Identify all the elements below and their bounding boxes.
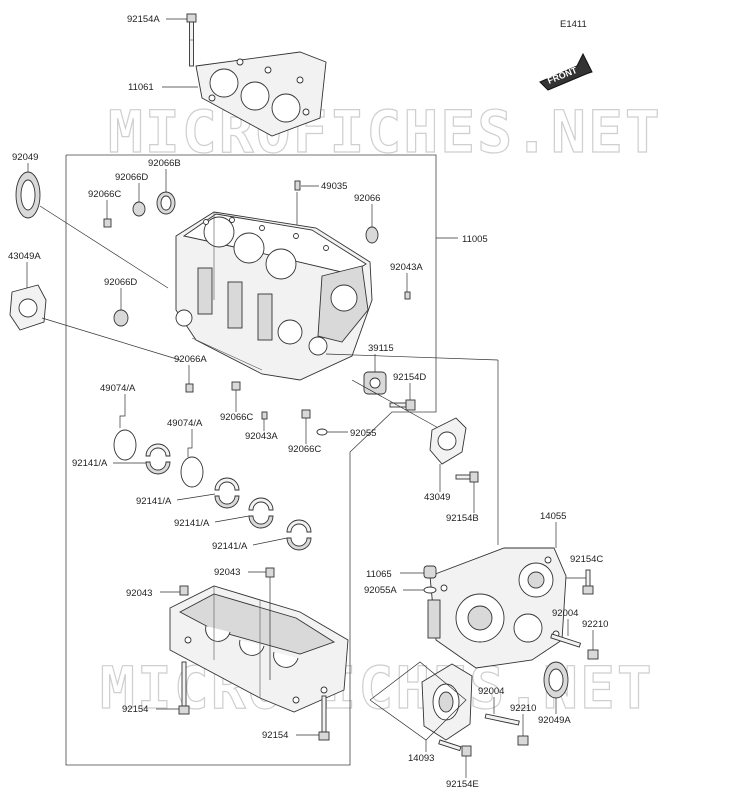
- pin-92043-left[interactable]: [179, 585, 189, 596]
- label-92154A[interactable]: 92154A: [127, 14, 160, 25]
- thrust-washer-49074A-2[interactable]: [180, 456, 204, 488]
- plug-92066C-top[interactable]: [103, 218, 112, 228]
- label-43049A[interactable]: 43049A: [8, 251, 41, 262]
- label-11005[interactable]: 11005: [462, 234, 488, 245]
- label-92066D-top[interactable]: 92066D: [115, 172, 148, 183]
- stud-92004-low[interactable]: [484, 713, 520, 726]
- label-11065[interactable]: 11065: [366, 569, 392, 580]
- label-92049A[interactable]: 92049A: [538, 715, 571, 726]
- label-43049[interactable]: 43049: [424, 492, 450, 503]
- label-92141A-4[interactable]: 92141/A: [212, 541, 248, 552]
- label-92154-left[interactable]: 92154: [122, 704, 148, 715]
- front-arrow-icon: FRONT: [539, 52, 593, 91]
- label-49074A-2[interactable]: 49074/A: [167, 418, 203, 429]
- label-92154-mid[interactable]: 92154: [262, 730, 288, 741]
- label-92066A[interactable]: 92066A: [174, 354, 207, 365]
- plug-92066[interactable]: [365, 226, 379, 244]
- plug-92066D-top[interactable]: [132, 201, 146, 217]
- bolt-92154-mid[interactable]: [318, 695, 330, 741]
- head-bolt-92154A[interactable]: [186, 13, 197, 67]
- main-bearing-92141A-3[interactable]: [248, 497, 274, 529]
- label-92210-low[interactable]: 92210: [510, 703, 536, 714]
- label-92141A-2[interactable]: 92141/A: [136, 496, 172, 507]
- pin-92043A-top[interactable]: [404, 291, 411, 300]
- oil-seal-92049A[interactable]: [543, 661, 569, 699]
- main-bearing-92141A-1[interactable]: [145, 443, 171, 475]
- thrust-washer-49074A-1[interactable]: [113, 429, 137, 461]
- watermark-top: MICROFICHES.NET: [108, 98, 662, 166]
- lower-crankcase[interactable]: [169, 585, 349, 713]
- label-14093[interactable]: 14093: [408, 753, 434, 764]
- plug-92066D-left[interactable]: [113, 309, 129, 327]
- plug-92066C-low[interactable]: [301, 409, 311, 419]
- main-bearing-92141A-2[interactable]: [214, 477, 240, 509]
- cover-14093[interactable]: [421, 663, 473, 741]
- gear-case-14055[interactable]: [427, 547, 567, 669]
- main-bearing-92141A-4[interactable]: [286, 519, 312, 551]
- label-92066[interactable]: 92066: [354, 193, 380, 204]
- label-92066D-left[interactable]: 92066D: [104, 277, 137, 288]
- label-92141A-3[interactable]: 92141/A: [174, 518, 210, 529]
- pin-92043A-mid[interactable]: [261, 411, 268, 420]
- label-92210-right[interactable]: 92210: [582, 619, 608, 630]
- gasket-43049A[interactable]: [9, 284, 47, 331]
- nut-92210-low[interactable]: [517, 735, 529, 746]
- label-92066C-top[interactable]: 92066C: [88, 189, 121, 200]
- stud-92004-right[interactable]: [550, 633, 582, 648]
- cylinder-block-11005[interactable]: [175, 211, 373, 381]
- label-11061[interactable]: 11061: [128, 82, 154, 93]
- cap-11065[interactable]: [423, 565, 437, 579]
- label-92055[interactable]: 92055: [350, 428, 376, 439]
- oil-seal-92049[interactable]: [15, 171, 41, 219]
- assembly-frame: [65, 154, 458, 766]
- plug-92066B[interactable]: [156, 191, 176, 215]
- label-92004-right[interactable]: 92004: [552, 608, 578, 619]
- o-ring-92055[interactable]: [316, 428, 328, 436]
- label-49035[interactable]: 49035: [321, 181, 347, 192]
- label-92066C-mid[interactable]: 92066C: [220, 412, 253, 423]
- label-92055A[interactable]: 92055A: [364, 585, 397, 596]
- head-gasket-11061[interactable]: [195, 51, 327, 137]
- label-92049[interactable]: 92049: [12, 152, 38, 163]
- label-92154B[interactable]: 92154B: [446, 513, 479, 524]
- bolt-92154B[interactable]: [455, 471, 479, 483]
- label-92154C[interactable]: 92154C: [570, 554, 603, 565]
- bolt-92154D[interactable]: [389, 399, 416, 411]
- label-92043A-top[interactable]: 92043A: [390, 262, 423, 273]
- label-92154E[interactable]: 92154E: [446, 779, 479, 790]
- label-49074A-1[interactable]: 49074/A: [100, 383, 136, 394]
- bolt-92154C[interactable]: [582, 569, 594, 595]
- part-39115[interactable]: [363, 371, 387, 395]
- pin-49035[interactable]: [294, 180, 301, 191]
- bolt-92154-left[interactable]: [178, 661, 190, 715]
- label-14055[interactable]: 14055: [540, 511, 566, 522]
- label-92066B[interactable]: 92066B: [148, 158, 181, 169]
- label-92004-low[interactable]: 92004: [478, 686, 504, 697]
- label-39115[interactable]: 39115: [368, 343, 394, 354]
- plug-92066A[interactable]: [185, 383, 194, 393]
- label-92043A-mid[interactable]: 92043A: [245, 431, 278, 442]
- gasket-43049[interactable]: [429, 417, 467, 465]
- bolt-92154E[interactable]: [438, 739, 472, 757]
- label-92043-left[interactable]: 92043: [126, 588, 152, 599]
- o-ring-92055A[interactable]: [423, 586, 437, 594]
- label-92154D[interactable]: 92154D: [393, 372, 426, 383]
- label-92066C-low[interactable]: 92066C: [288, 444, 321, 455]
- plug-92066C-mid[interactable]: [231, 381, 241, 391]
- label-92043-mid[interactable]: 92043: [214, 567, 240, 578]
- nut-92210-right[interactable]: [587, 649, 599, 660]
- diagram-code: E1411: [560, 19, 587, 30]
- pin-92043-mid[interactable]: [265, 567, 275, 578]
- label-92141A-1[interactable]: 92141/A: [72, 458, 108, 469]
